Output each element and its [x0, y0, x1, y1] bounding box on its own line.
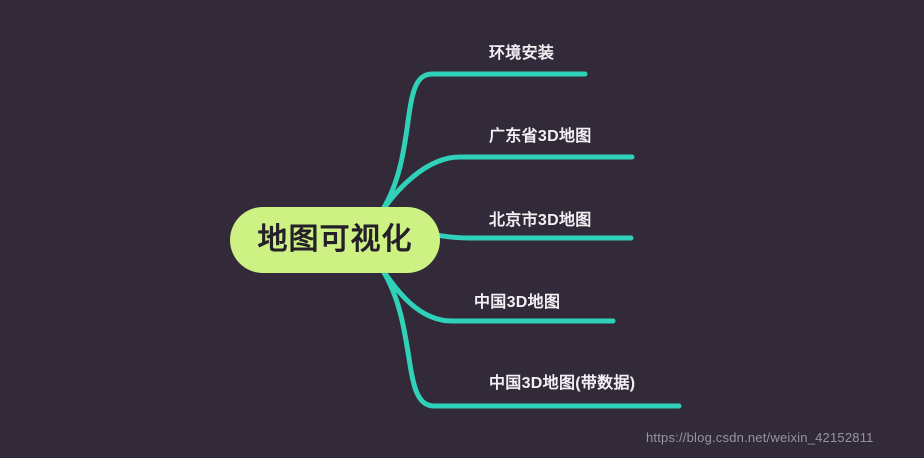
- connector-branch-5: [377, 263, 682, 409]
- central-node-label: 地图可视化: [257, 223, 413, 256]
- branch-label-5[interactable]: 中国3D地图(带数据): [489, 375, 636, 392]
- branch-label-2[interactable]: 广东省3D地图: [489, 128, 592, 145]
- branch-label-4[interactable]: 中国3D地图: [474, 294, 561, 311]
- central-node[interactable]: 地图可视化: [230, 207, 440, 273]
- connector-branch-2: [377, 154, 635, 217]
- watermark: https://blog.csdn.net/weixin_42152811: [646, 430, 874, 445]
- branch-label-1[interactable]: 环境安装: [489, 45, 555, 62]
- connector-branch-1: [377, 71, 588, 217]
- branch-label-3[interactable]: 北京市3D地图: [489, 212, 592, 229]
